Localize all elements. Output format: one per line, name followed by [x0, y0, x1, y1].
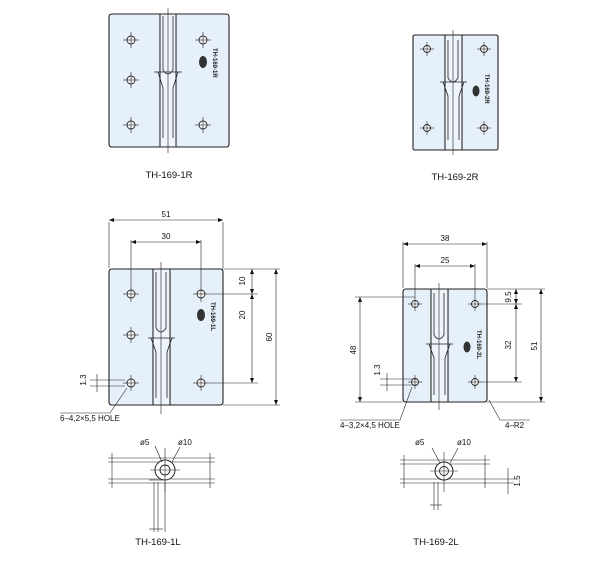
hinge-1r-front-view: TH-169-1R — [108, 8, 230, 153]
stamp-2r: TH-169-2R — [483, 74, 489, 104]
dim-side-1-5: 1.5 — [513, 475, 522, 487]
dim-width-51: 51 — [162, 210, 171, 219]
dim-height-48: 48 — [349, 345, 358, 354]
hinge-1l-side-view — [108, 445, 215, 532]
note-holes-1l: 6–4,2×5,5 HOLE — [60, 414, 120, 423]
hinge-2l-side-view — [400, 447, 514, 510]
label-th-169-2r: TH-169-2R — [432, 172, 479, 183]
dim-pin-2l: ø5 — [415, 438, 425, 447]
stamp-2l: TH-169-2L — [475, 330, 481, 359]
hinge-1l-front-view: TH-169-1L — [108, 262, 224, 414]
dim-thick-1l: 1.3 — [79, 374, 88, 386]
dim-top-9-5: 9.5 — [504, 291, 513, 303]
dimension-lines-2l — [340, 242, 545, 421]
hole-marks-2r — [420, 42, 491, 135]
note-radius-2l: 4–R2 — [505, 421, 525, 430]
hinge-2l-front-view: TH-169-2L — [402, 283, 488, 410]
label-th-169-1r: TH-169-1R — [146, 170, 193, 181]
label-th-169-1l: TH-169-1L — [135, 537, 180, 548]
dim-span-25: 25 — [441, 256, 450, 265]
label-th-169-2l: TH-169-2L — [413, 537, 458, 548]
stamp-1r: TH-169-1R — [211, 48, 217, 78]
hole-marks-1l — [123, 286, 209, 391]
dim-pitch-32: 32 — [504, 340, 513, 349]
dim-width-38: 38 — [441, 234, 450, 243]
dim-knuckle-1l: ø10 — [178, 438, 192, 447]
note-holes-2l: 4–3,2×4,5 HOLE — [340, 421, 400, 430]
dimension-lines-1l — [60, 218, 280, 414]
dim-top-10: 10 — [238, 276, 247, 285]
dim-height-51: 51 — [530, 341, 539, 350]
dim-span-30: 30 — [162, 232, 171, 241]
hinge-2r-front-view: TH-169-2R — [412, 30, 499, 155]
dim-pitch-20: 20 — [238, 310, 247, 319]
hole-marks-1r — [123, 32, 211, 133]
dim-knuckle-2l: ø10 — [457, 438, 471, 447]
dim-pin-1l: ø5 — [140, 438, 150, 447]
dim-height-60: 60 — [265, 332, 274, 341]
stamp-1l: TH-169-1L — [209, 302, 215, 331]
hole-marks-2l — [408, 297, 482, 389]
dim-thick-2l: 1.3 — [373, 364, 382, 376]
